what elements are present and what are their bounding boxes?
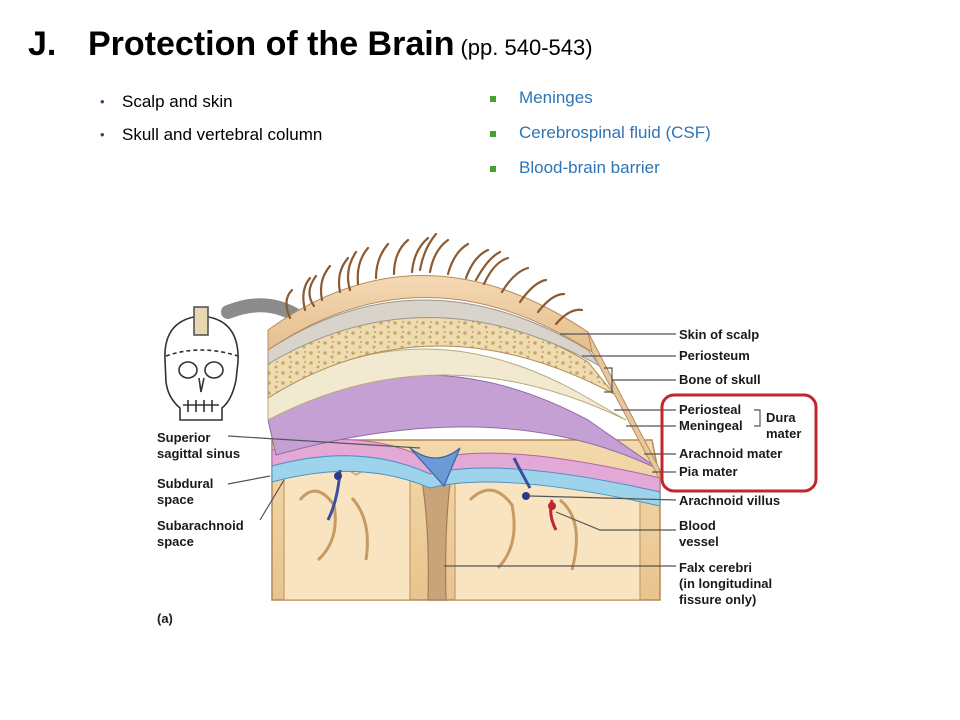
label-falx-cerebri-note-1: (in longitudinal <box>679 576 772 591</box>
diagram-labels: Skin of scalp Periosteum Bone of skull P… <box>157 327 801 626</box>
title-page-reference: (pp. 540-543) <box>460 35 593 60</box>
bullet-text: Scalp and skin <box>122 92 233 111</box>
label-blood-vessel: vessel <box>679 534 719 549</box>
bullet-text: Meninges <box>519 88 593 107</box>
label-skin-of-scalp: Skin of scalp <box>679 327 759 342</box>
bullet-text: Cerebrospinal fluid (CSF) <box>519 123 711 142</box>
dura-highlight-box <box>660 393 818 493</box>
label-arachnoid-villus: Arachnoid villus <box>679 493 780 508</box>
title-text: Protection of the Brain <box>88 25 455 63</box>
left-bullet-list: • Scalp and skin • Skull and vertebral col… <box>100 90 322 156</box>
bullet-item-bbb: ▪ Blood-brain barrier <box>488 156 711 191</box>
label-sagittal-sinus: sagittal sinus <box>157 446 240 461</box>
label-superior: Superior <box>157 430 210 445</box>
bullet-dot-icon: • <box>100 127 105 142</box>
brain-tissue-block <box>271 439 661 601</box>
label-falx-cerebri-note-2: fissure only) <box>679 592 756 607</box>
label-blood: Blood <box>679 518 716 533</box>
bullet-square-icon: ▪ <box>490 96 496 102</box>
label-subarachnoid-space: space <box>157 534 194 549</box>
label-arachnoid-mater: Arachnoid mater <box>679 446 782 461</box>
label-dura-mater: mater <box>766 426 801 441</box>
label-periosteum: Periosteum <box>679 348 750 363</box>
label-falx-cerebri: Falx cerebri <box>679 560 752 575</box>
scalp-layers <box>267 275 661 481</box>
bullet-item-skull: • Skull and vertebral column <box>100 123 322 156</box>
bullet-item-scalp: • Scalp and skin <box>100 90 322 123</box>
title-letter: J. <box>28 25 57 63</box>
label-subdural-space: space <box>157 492 194 507</box>
bullet-dot-icon: • <box>100 94 105 109</box>
bullet-square-icon: ▪ <box>490 166 496 172</box>
label-bone-of-skull: Bone of skull <box>679 372 761 387</box>
bullet-item-meninges: ▪ Meninges <box>488 86 711 121</box>
leader-lines <box>227 333 761 567</box>
right-bullet-list: ▪ Meninges ▪ Cerebrospinal fluid (CSF) ▪ Bl… <box>488 86 711 191</box>
bullet-item-csf: ▪ Cerebrospinal fluid (CSF) <box>488 121 711 156</box>
label-subarachnoid: Subarachnoid <box>157 518 244 533</box>
label-meningeal: Meningeal <box>679 418 743 433</box>
label-periosteal: Periosteal <box>679 402 741 417</box>
panel-label: (a) <box>157 611 173 626</box>
scalp-hair <box>285 232 584 326</box>
label-pia-mater: Pia mater <box>679 464 738 479</box>
label-subdural: Subdural <box>157 476 213 491</box>
bullet-square-icon: ▪ <box>490 131 496 137</box>
skull-thumbnail-icon <box>164 306 239 421</box>
bullet-text: Skull and vertebral column <box>122 125 323 144</box>
label-dura: Dura <box>766 410 796 425</box>
bullet-text: Blood-brain barrier <box>519 158 660 177</box>
slide-title: J. Protection of the Brain(pp. 540-543) <box>28 22 593 70</box>
